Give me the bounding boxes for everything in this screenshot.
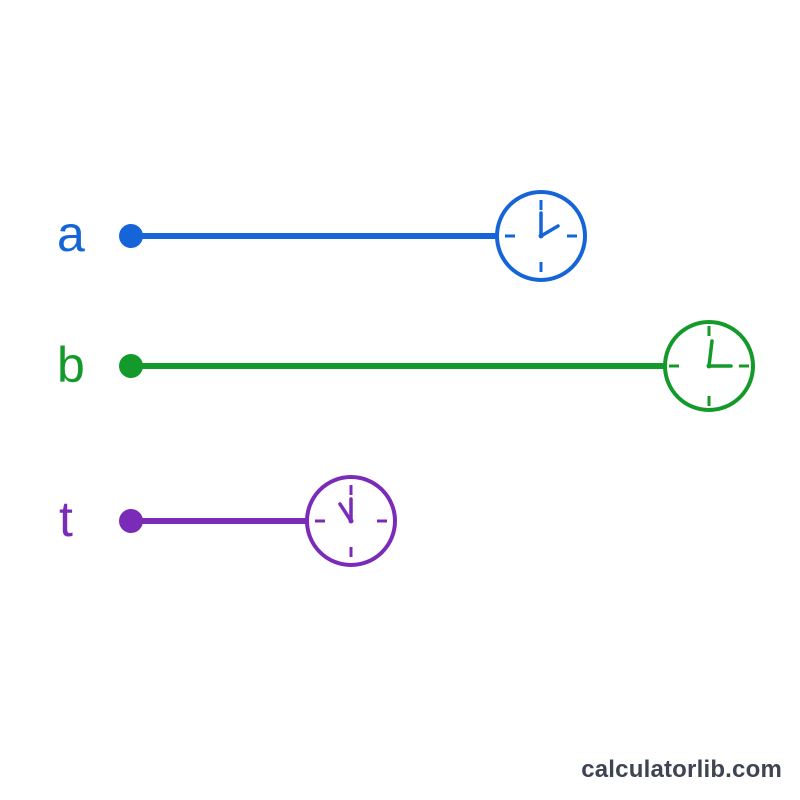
row-b: b xyxy=(57,320,755,412)
row-t-label: t xyxy=(59,491,73,547)
row-b-start-dot xyxy=(119,354,143,378)
row-b-label: b xyxy=(57,337,85,393)
watermark-text: calculatorlib.com xyxy=(581,756,782,783)
row-a-clock-icon xyxy=(495,190,587,282)
row-t-clock-icon xyxy=(305,475,397,567)
row-t-start-dot xyxy=(119,509,143,533)
row-a-label: a xyxy=(57,206,85,262)
row-b-clock-icon xyxy=(663,320,755,412)
row-a-start-dot xyxy=(119,224,143,248)
row-t: t xyxy=(59,475,397,567)
row-a: a xyxy=(57,190,587,282)
